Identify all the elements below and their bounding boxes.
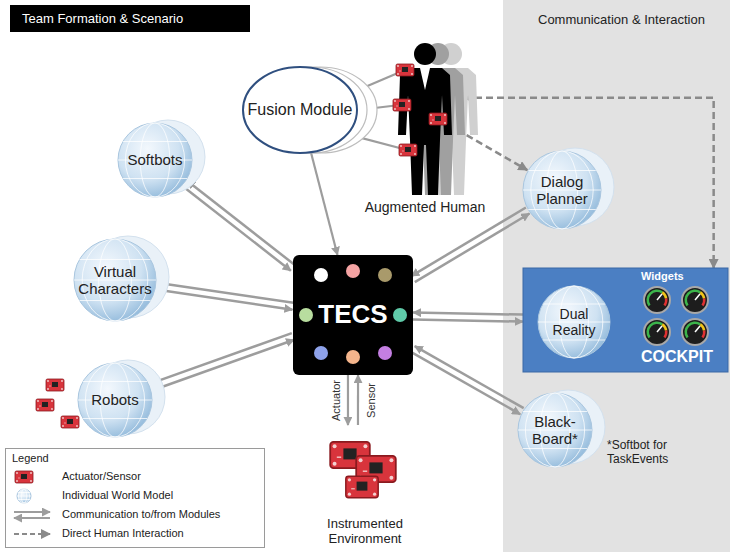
environment-figure: Instrumented Environment	[310, 425, 420, 547]
legend-row: Individual World Model	[10, 487, 260, 505]
human-figure: Augmented Human	[360, 40, 490, 215]
panel-title: COCKPIT	[641, 348, 713, 366]
gauge-widget	[644, 287, 670, 313]
world-globe: Robots	[77, 362, 153, 438]
node-label: Black-Board*	[520, 413, 590, 448]
legend-row: Direct Human Interaction	[10, 525, 260, 543]
panel-caption: Widgets	[641, 270, 684, 283]
world-globe: Dialog Planner	[522, 150, 602, 230]
legend-text: Individual World Model	[62, 489, 173, 502]
fusion-ellipse: Fusion Module	[242, 66, 358, 154]
node-label: Augmented Human	[365, 199, 486, 215]
world-globe: Black-Board*	[517, 392, 593, 468]
legend-sample	[10, 468, 54, 486]
connector	[357, 375, 358, 425]
connector	[411, 208, 529, 283]
connector	[150, 333, 295, 390]
sensor-board	[429, 113, 447, 125]
sensor-board	[61, 416, 79, 428]
connector	[156, 283, 293, 310]
gauge-widget	[682, 319, 708, 345]
shape-outline	[360, 40, 490, 215]
connector	[464, 98, 714, 268]
interaction-panel	[503, 0, 730, 552]
world-globe: Virtual Characters	[73, 238, 157, 322]
legend-row: Actuator/Sensor	[10, 468, 260, 486]
legend-title: Legend	[12, 452, 92, 464]
node-label: TECS	[318, 300, 387, 330]
node-label: Instrumented Environment	[313, 517, 417, 547]
sensor-board	[399, 144, 417, 156]
hub-box: TECS	[293, 255, 413, 375]
node-label: Robots	[91, 391, 139, 408]
connector	[183, 181, 295, 271]
connector	[413, 313, 523, 322]
title-bar: Team Formation & Scenario	[10, 5, 250, 32]
legend-sample	[10, 487, 54, 505]
connector	[347, 375, 348, 425]
sensor-board	[393, 99, 411, 111]
node-label: Virtual Characters	[76, 263, 154, 298]
world-globe: Softbots	[117, 122, 193, 198]
legend-sample	[10, 525, 54, 543]
panel-heading: Communication & Interaction	[538, 12, 723, 27]
connector	[411, 346, 523, 414]
footnote: *Softbot for TaskEvents	[607, 438, 722, 466]
connector-label: Actuator	[330, 370, 343, 430]
gauge-widget	[644, 319, 670, 345]
sensor-board	[36, 399, 54, 411]
node-label: Softbots	[127, 151, 182, 168]
sensor-board	[15, 471, 33, 483]
sensor-board	[46, 379, 64, 391]
legend-row: Communication to/from Modules	[10, 506, 260, 524]
node-label: Dual Reality	[540, 306, 608, 338]
legend-text: Direct Human Interaction	[62, 527, 184, 540]
node-label: Dialog Planner	[525, 173, 599, 208]
legend-text: Actuator/Sensor	[62, 470, 141, 483]
cockpit-panel: WidgetsCOCKPIT Dual Reality	[523, 268, 728, 372]
world-globe: Dual Reality	[537, 285, 611, 359]
connector	[311, 153, 337, 255]
legend-text: Communication to/from Modules	[62, 508, 220, 521]
connector-label: Sensor	[365, 370, 378, 430]
node-label: Fusion Module	[248, 101, 353, 119]
sensor-board	[346, 476, 378, 498]
sensor-board	[396, 64, 414, 76]
legend-sample	[10, 506, 54, 524]
gauge-widget	[682, 287, 708, 313]
